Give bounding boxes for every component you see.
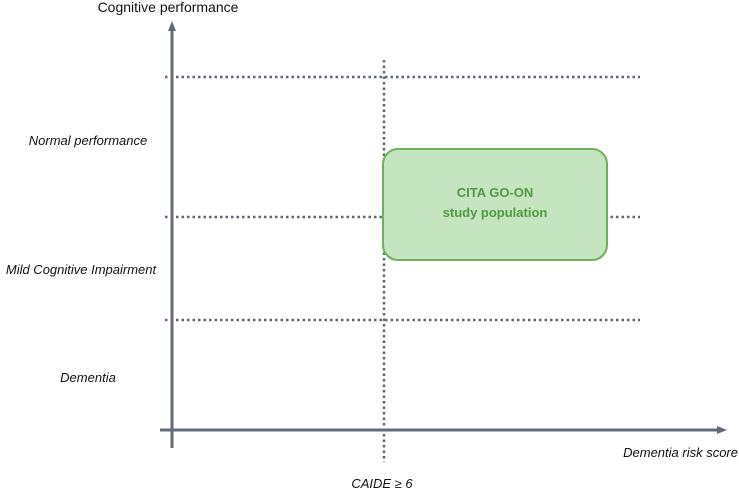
x-axis-title: Dementia risk score: [623, 445, 738, 460]
threshold-label: CAIDE ≥ 6: [351, 476, 413, 489]
study-population-subtitle: study population: [443, 205, 548, 220]
study-population-title: CITA GO-ON: [457, 185, 534, 200]
band-label-mci: Mild Cognitive Impairment: [6, 262, 158, 277]
study-population-box: [382, 148, 608, 261]
band-label-normal: Normal performance: [29, 133, 148, 148]
band-label-dementia: Dementia: [60, 370, 116, 385]
y-axis-title: Cognitive performance: [98, 0, 239, 15]
